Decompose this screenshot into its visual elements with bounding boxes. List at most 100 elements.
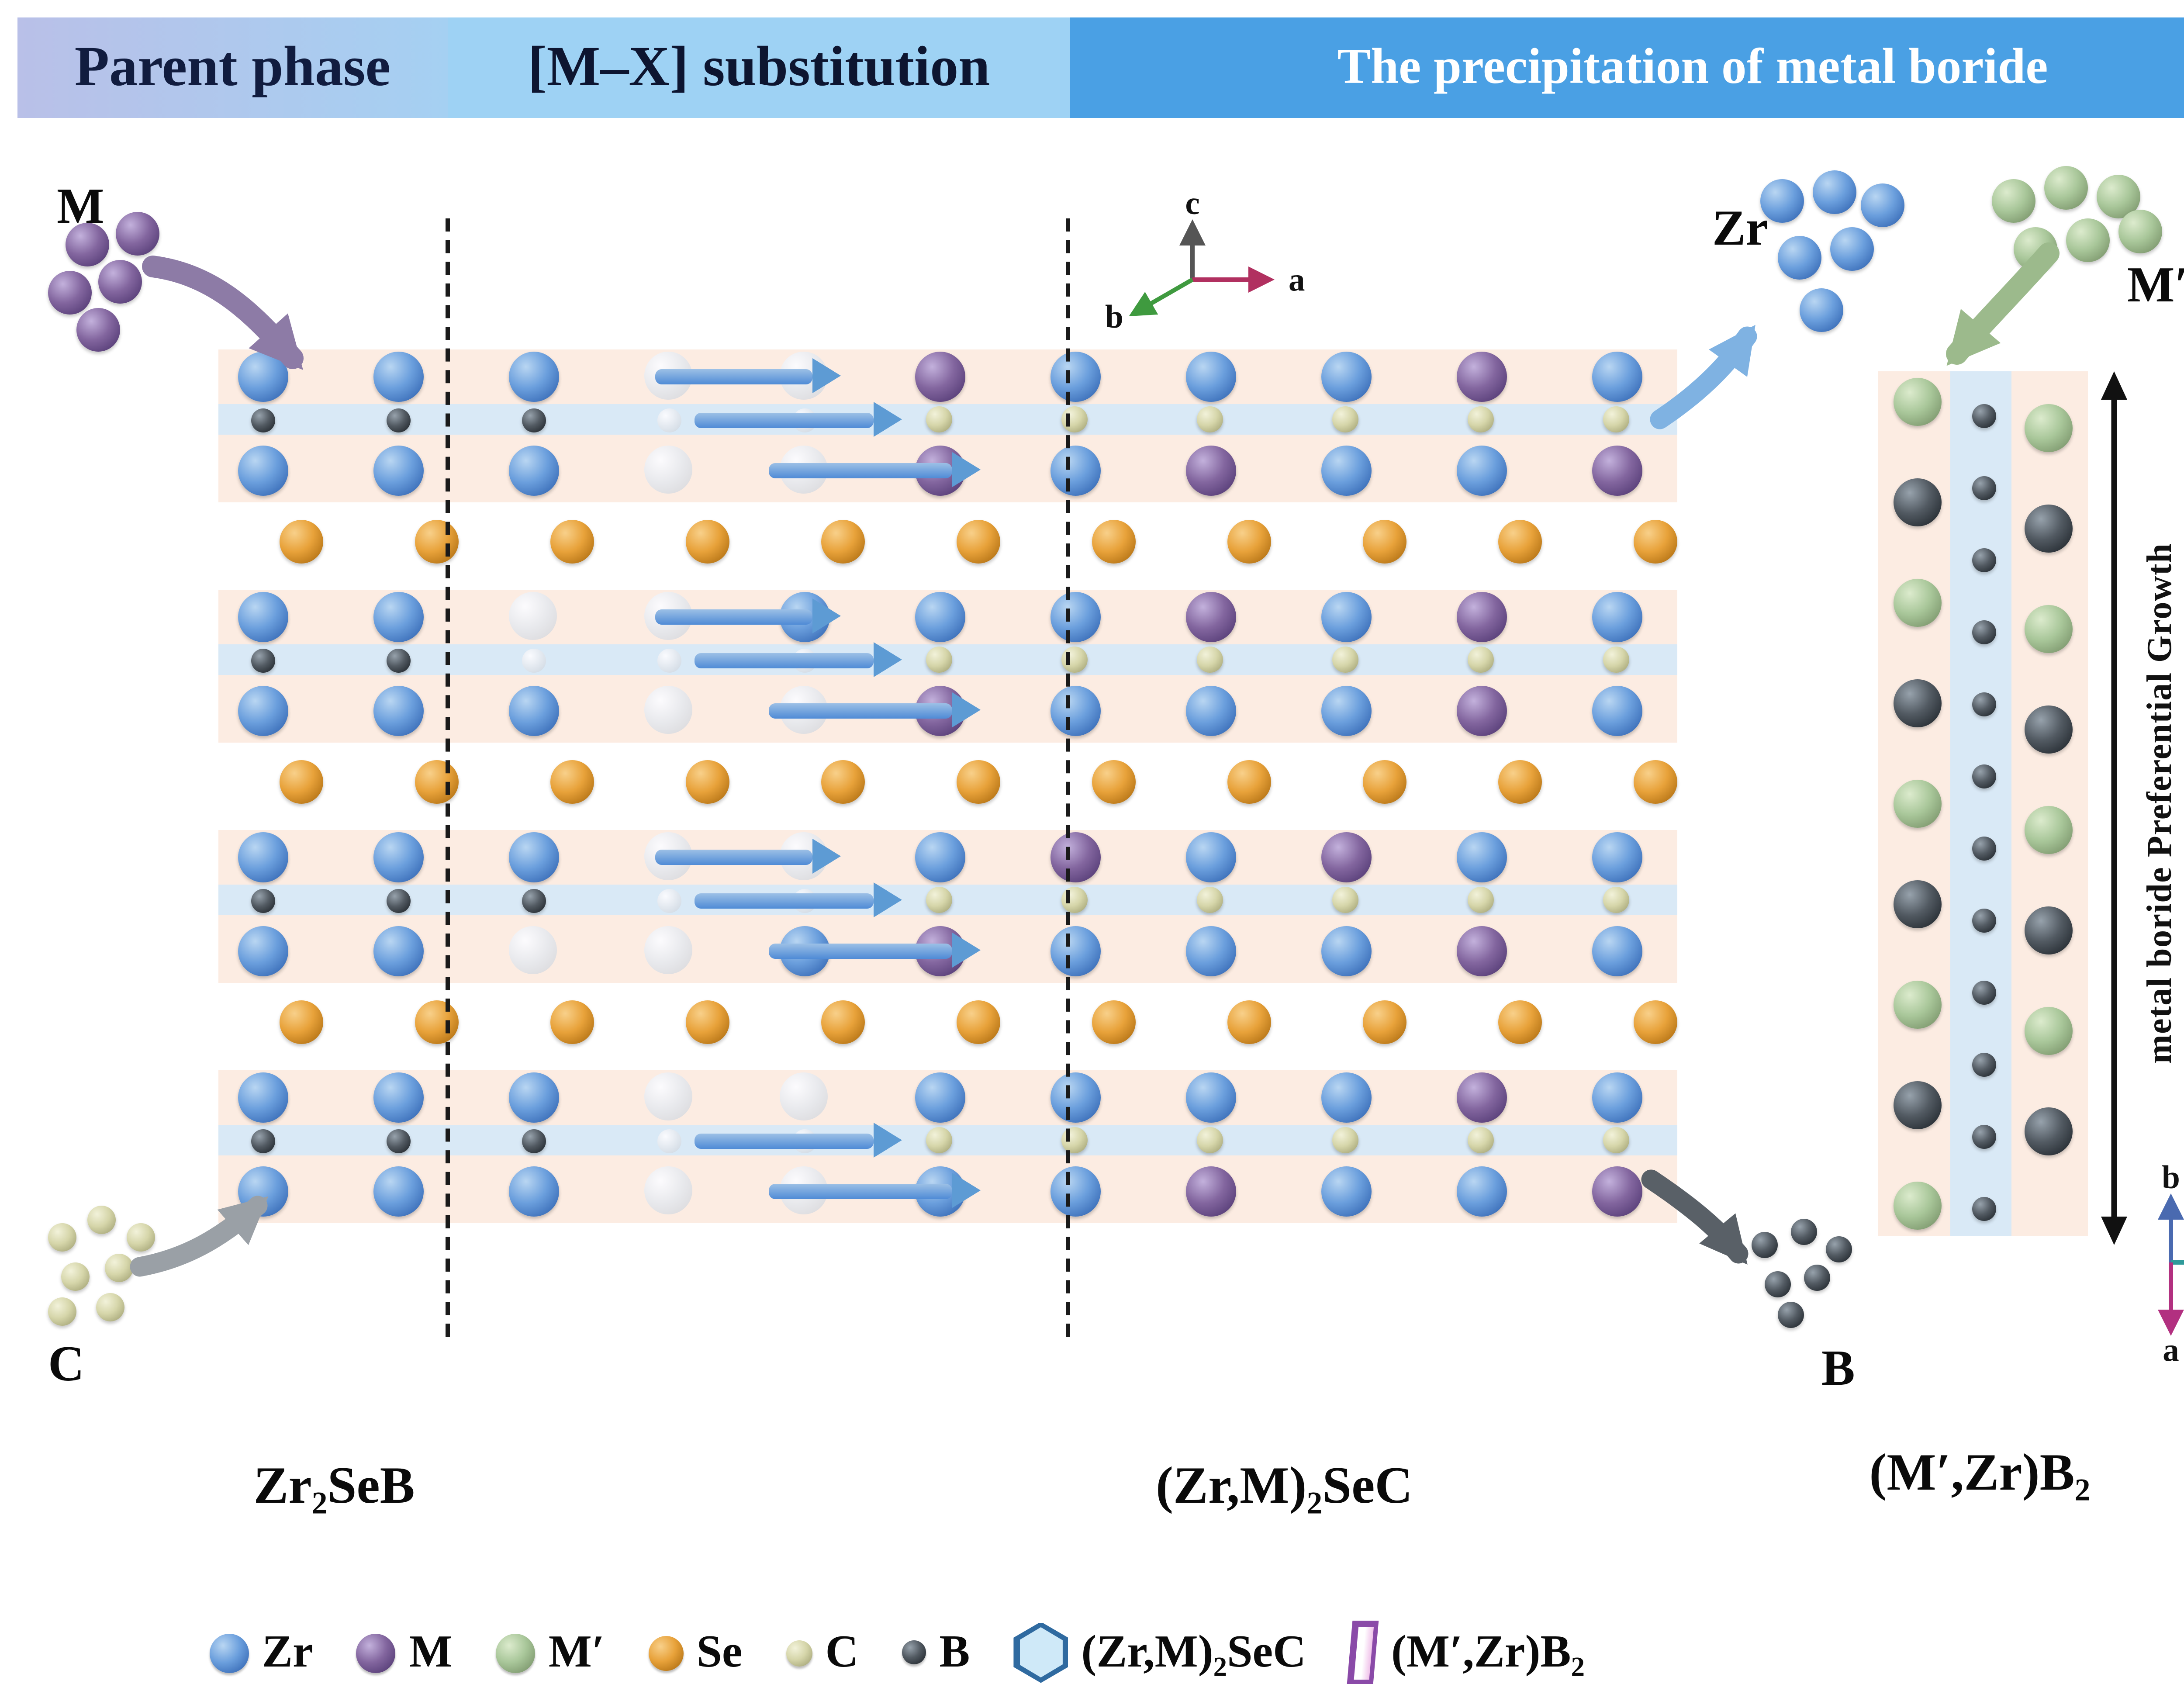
- atom-m: [76, 308, 120, 352]
- atom-zr: [1049, 444, 1100, 495]
- atom-c: [1197, 887, 1223, 913]
- atom-se: [415, 1000, 459, 1044]
- atom-se: [1092, 520, 1136, 564]
- atom-c: [1468, 647, 1494, 673]
- atom-zr: [1591, 925, 1641, 975]
- atom-se: [1363, 520, 1406, 564]
- atom-zr: [372, 831, 423, 882]
- atom-b: [2025, 1107, 2073, 1155]
- atom-c: [1468, 406, 1494, 432]
- atom-zr: [914, 591, 964, 641]
- mzrb2-bar-marker: [1347, 1621, 1379, 1684]
- header-bar: Parent phase [M–X] substitution The prec…: [17, 17, 2184, 118]
- atom-zr: [237, 591, 287, 641]
- axes-boride: b c a: [2158, 1159, 2184, 1368]
- atom-se: [1634, 1000, 1677, 1044]
- axis-label-c: c: [1185, 185, 1199, 221]
- atom-se: [957, 760, 1000, 804]
- legend-item-se: Se: [648, 1625, 742, 1680]
- atom-se: [686, 520, 729, 564]
- atom-m: [1591, 1165, 1641, 1216]
- axis-label-b: b: [2162, 1159, 2180, 1196]
- atom-zr: [1185, 925, 1235, 975]
- atom-ghost: [509, 592, 557, 640]
- atom-zr: [237, 831, 287, 882]
- atom-b: [1894, 1081, 1942, 1129]
- legend-label-se: Se: [696, 1625, 743, 1677]
- atom-zr: [508, 685, 558, 735]
- axis-label-a: a: [1289, 262, 1305, 298]
- atom-se: [1498, 760, 1542, 804]
- atom-mprime: [2044, 166, 2088, 210]
- atom-ghost: [644, 446, 692, 494]
- atom-b: [1791, 1219, 1817, 1245]
- cluster-label-c: C: [48, 1337, 85, 1391]
- atom-ghost: [644, 1166, 692, 1214]
- atom-se: [821, 1000, 865, 1044]
- atom-c: [1332, 647, 1358, 673]
- atom-se: [686, 760, 729, 804]
- legend-item-mzrb2: (M′,Zr)B₂: [1347, 1621, 1585, 1684]
- atom-zr: [1760, 179, 1804, 223]
- atom-zr: [237, 444, 287, 495]
- atom-m: [1455, 925, 1506, 975]
- atom-m: [116, 212, 159, 256]
- atom-se: [1092, 760, 1136, 804]
- atom-se: [415, 760, 459, 804]
- substitution-arrow: [695, 892, 874, 908]
- substitution-arrow: [655, 368, 812, 384]
- atom-se: [1634, 760, 1677, 804]
- atom-zr: [914, 1071, 964, 1122]
- atom-zr: [1185, 831, 1235, 882]
- atom-zr: [237, 925, 287, 975]
- atom-se: [1092, 1000, 1136, 1044]
- atom-m: [1185, 1165, 1235, 1216]
- atom-se: [1363, 1000, 1406, 1044]
- atom-b: [1826, 1236, 1852, 1262]
- cluster-label-zr: Zr: [1712, 201, 1768, 256]
- cluster-label-mprime: M′: [2127, 258, 2184, 312]
- axis-label-b: b: [1105, 299, 1123, 335]
- atom-zr: [1320, 350, 1371, 401]
- substitution-arrow: [655, 608, 812, 624]
- atom-b: [1804, 1265, 1830, 1291]
- atom-b: [2025, 705, 2073, 754]
- stage-divider-1: [446, 218, 450, 1337]
- atom-m: [1455, 350, 1506, 401]
- atom-zr: [1778, 236, 1821, 280]
- atom-se: [821, 520, 865, 564]
- atom-zr: [372, 350, 423, 401]
- atom-b: [1778, 1302, 1804, 1328]
- legend-label-c: C: [825, 1625, 859, 1677]
- legend-item-m: M: [356, 1625, 453, 1680]
- atom-mprime: [2066, 218, 2110, 262]
- atom-b: [1894, 880, 1942, 928]
- atom-c: [1603, 887, 1629, 913]
- c-insertion-arrow: [130, 1196, 269, 1277]
- atom-zr: [372, 685, 423, 735]
- header-parent-phase: Parent phase: [17, 17, 448, 118]
- atom-c: [1197, 406, 1223, 432]
- legend-label-zr: Zr: [262, 1625, 313, 1677]
- atom-m: [1320, 831, 1371, 882]
- mprime-insertion-arrow: [1946, 242, 2060, 366]
- zr-sphere-marker: [210, 1632, 249, 1672]
- atom-c: [1603, 1127, 1629, 1153]
- atom-c: [1468, 887, 1494, 913]
- legend-item-zr: Zr: [210, 1625, 313, 1680]
- c-sphere-marker: [786, 1639, 812, 1666]
- legend-label-b: B: [939, 1625, 970, 1677]
- atom-mprime: [2025, 1007, 2073, 1055]
- zr-release-arrow: [1650, 325, 1757, 429]
- legend-label-mzrb2: (M′,Zr)B₂: [1391, 1625, 1585, 1677]
- legend-item-zrmsec: (Zr,M)₂SeC: [1013, 1622, 1306, 1683]
- atom-zr: [508, 350, 558, 401]
- stage-divider-2: [1066, 218, 1070, 1337]
- atom-zr: [1185, 685, 1235, 735]
- atom-m: [98, 260, 142, 304]
- atom-zr: [1320, 1165, 1371, 1216]
- atom-c: [1332, 1127, 1358, 1153]
- atom-zr: [1049, 1165, 1100, 1216]
